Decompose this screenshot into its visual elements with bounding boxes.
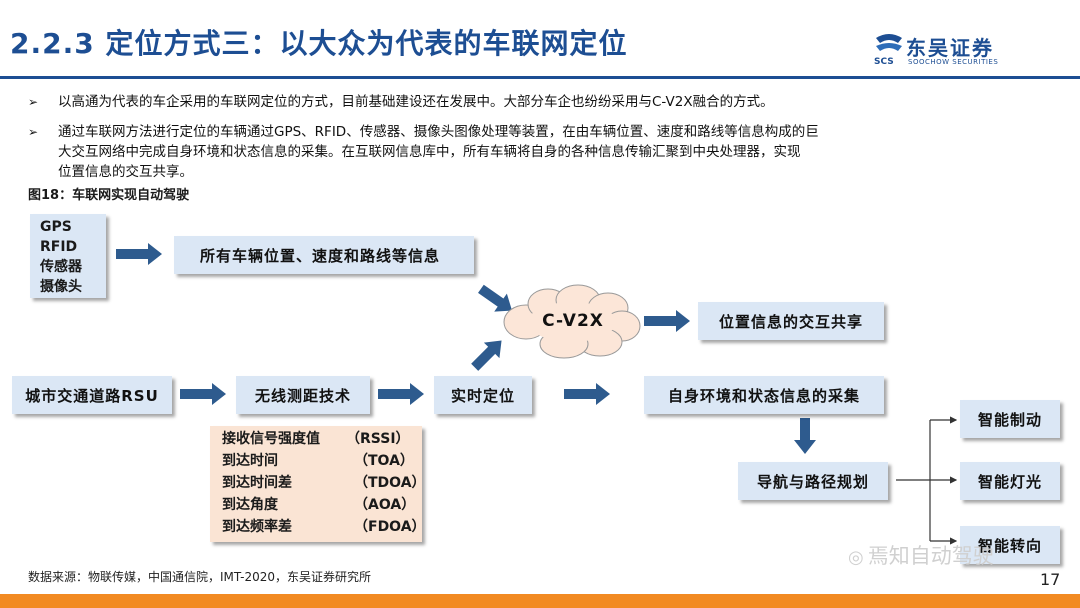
bullet-line: 通过车联网方法进行定位的车辆通过GPS、RFID、传感器、摄像头图像处理等装置，… [58, 124, 819, 140]
realtime-positioning-box: 实时定位 [434, 376, 532, 414]
output-steering-box: 智能转向 [960, 526, 1060, 564]
rsu-box: 城市交通道路RSU [12, 376, 172, 414]
sensor-source-list: GPS RFID 传感器 摄像头 [30, 214, 106, 298]
sensor-source-item: GPS [40, 219, 72, 235]
sensor-source-item: RFID [40, 239, 78, 255]
ranging-box: 无线测距技术 [236, 376, 370, 414]
output-lighting-box: 智能灯光 [960, 462, 1060, 500]
bullet-line: 以高通为代表的车企采用的车联网定位的方式，目前基础建设还在发展中。大部分车企也纷… [58, 94, 774, 110]
branch-lines [896, 416, 958, 545]
arrow-cloud-to-share [644, 310, 690, 332]
bullet-marker: ➢ [28, 125, 39, 139]
technique-row: 到达频率差 （FDOA） [222, 516, 426, 538]
brand-logo: SCS 东吴证券 SOOCHOW SECURITIES [872, 30, 1032, 74]
logo-mark-text: SCS [874, 57, 894, 67]
logo-chinese-name: 东吴证券 [906, 36, 994, 60]
ranging-techniques-list: 接收信号强度值 （RSSI） 到达时间 （TOA） 到达时间差 （TDOA） 到… [210, 426, 426, 542]
technique-abbr: （AOA） [354, 497, 416, 513]
arrow-sources-to-info [116, 243, 162, 265]
arrow-env-to-nav [794, 418, 816, 454]
technique-abbr: （TOA） [354, 453, 414, 469]
header-divider [0, 76, 1080, 79]
output-braking-box: 智能制动 [960, 400, 1060, 438]
sensor-source-item: 传感器 [40, 259, 82, 275]
cv2x-cloud-label: C-V2X [542, 311, 604, 331]
technique-name: 到达频率差 [222, 519, 292, 535]
technique-abbr: （TDOA） [354, 475, 426, 491]
figure-title: 图18：车联网实现自动驾驶 [28, 188, 190, 203]
technique-row: 接收信号强度值 （RSSI） [222, 428, 422, 450]
logo-english-name: SOOCHOW SECURITIES [908, 58, 999, 66]
technique-row: 到达角度 （AOA） [222, 494, 422, 516]
technique-row: 到达时间 （TOA） [222, 450, 422, 472]
arrow-info-to-cloud [478, 284, 513, 312]
bullet-marker: ➢ [28, 95, 39, 109]
env-collection-box: 自身环境和状态信息的采集 [644, 376, 884, 414]
watermark: ◎焉知自动驾驶 [848, 540, 994, 570]
bullet-line: 位置信息的交互共享。 [58, 164, 193, 180]
sensor-source-item: 摄像头 [40, 279, 82, 295]
technique-name: 到达时间差 [222, 475, 292, 491]
page-number: 17 [1040, 570, 1061, 589]
data-source-note: 数据来源：物联传媒，中国通信院，IMT-2020，东吴证券研究所 [28, 570, 371, 584]
bullet-line: 大交互网络中完成自身环境和状态信息的采集。在互联网信息库中，所有车辆将自身的各种… [58, 144, 801, 160]
technique-abbr: （FDOA） [354, 519, 426, 535]
scs-logo-icon: SCS [874, 34, 902, 67]
technique-name: 到达时间 [222, 453, 278, 469]
technique-abbr: （RSSI） [346, 431, 410, 447]
position-share-box: 位置信息的交互共享 [698, 302, 884, 340]
technique-name: 接收信号强度值 [222, 431, 320, 447]
navigation-box: 导航与路径规划 [738, 462, 888, 500]
arrow-rsu-to-ranging [180, 383, 226, 405]
technique-row: 到达时间差 （TDOA） [222, 472, 426, 494]
wechat-icon: ◎ [848, 547, 864, 568]
vehicle-info-box: 所有车辆位置、速度和路线等信息 [174, 236, 474, 274]
watermark-text: 焉知自动驾驶 [867, 544, 994, 568]
arrow-realtime-to-env [564, 383, 610, 405]
technique-name: 到达角度 [222, 497, 278, 513]
arrow-ranging-to-realtime [378, 383, 424, 405]
arrow-realtime-to-cloud [471, 340, 502, 371]
footer-bar [0, 594, 1080, 608]
page-title: 2.2.3 定位方式三：以大众为代表的车联网定位 [10, 27, 628, 60]
